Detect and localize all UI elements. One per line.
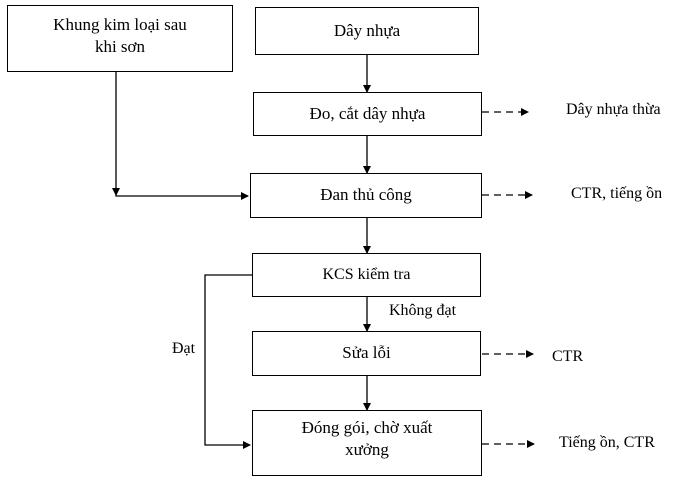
box-packaging: Đóng gói, chờ xuất xưởng: [252, 410, 482, 476]
box-kcs-check: KCS kiểm tra: [252, 253, 481, 297]
output-measure-cut: Dây nhựa thừa: [566, 101, 661, 118]
box-packaging-line2: xưởng: [345, 440, 389, 459]
box-metal-frame-line2: khi sơn: [94, 37, 146, 56]
box-measure-cut: Đo, cắt dây nhựa: [253, 92, 482, 136]
box-measure-cut-label: Đo, cắt dây nhựa: [309, 104, 426, 123]
arrow-pass-path: [204, 274, 252, 449]
box-fix-errors: Sửa lỗi: [252, 331, 481, 376]
box-fix-errors-label: Sửa lỗi: [342, 343, 391, 362]
output-handweave: CTR, tiếng ồn: [571, 185, 663, 202]
label-not-pass: Không đạt: [389, 302, 457, 319]
label-pass: Đạt: [172, 340, 196, 357]
box-metal-frame: Khung kim loại sau khi sơn: [7, 5, 233, 72]
box-kcs-check-label: KCS kiểm tra: [322, 266, 411, 283]
arrow-frame-to-weave: [115, 72, 249, 200]
box-metal-frame-line1: Khung kim loại sau: [53, 15, 187, 34]
box-packaging-line1: Đóng gói, chờ xuất: [301, 418, 433, 437]
output-fix-errors: CTR: [552, 348, 584, 365]
box-plastic-strip-label: Dây nhựa: [333, 21, 401, 40]
output-packaging: Tiếng ồn, CTR: [559, 434, 655, 451]
box-handweave-label: Đan thủ công: [320, 185, 412, 204]
box-plastic-strip: Dây nhựa: [255, 7, 479, 55]
box-handweave: Đan thủ công: [250, 173, 482, 218]
frame-arrow-mid-head: [112, 188, 120, 196]
